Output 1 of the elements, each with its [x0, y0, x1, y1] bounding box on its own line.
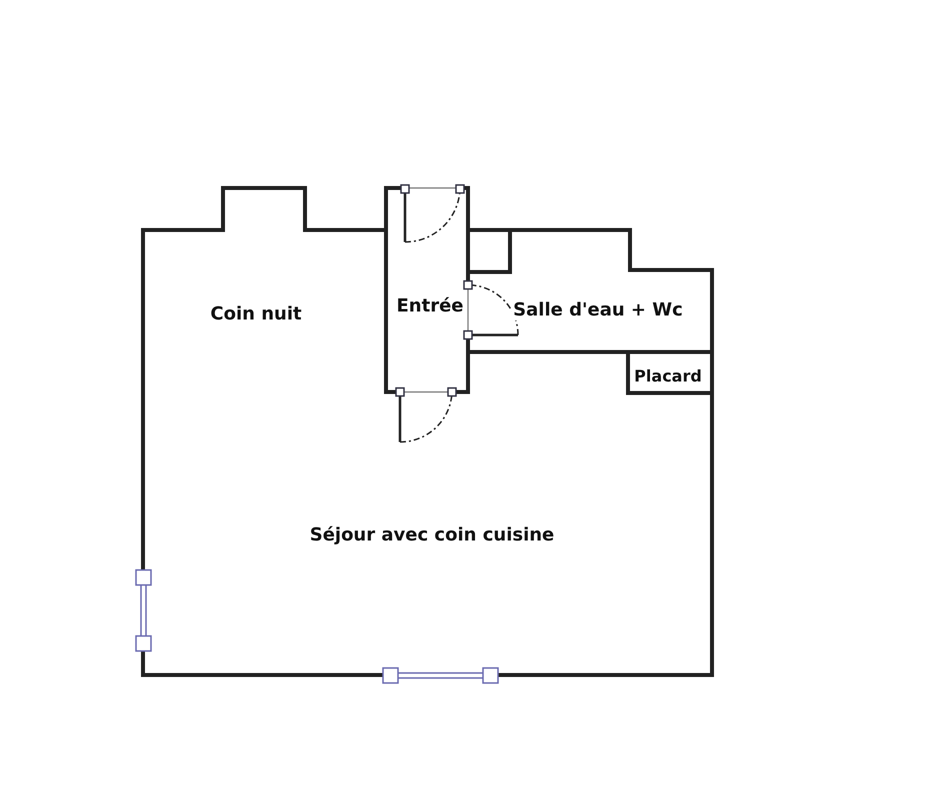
room-label: Salle d'eau + Wc	[511, 300, 685, 320]
